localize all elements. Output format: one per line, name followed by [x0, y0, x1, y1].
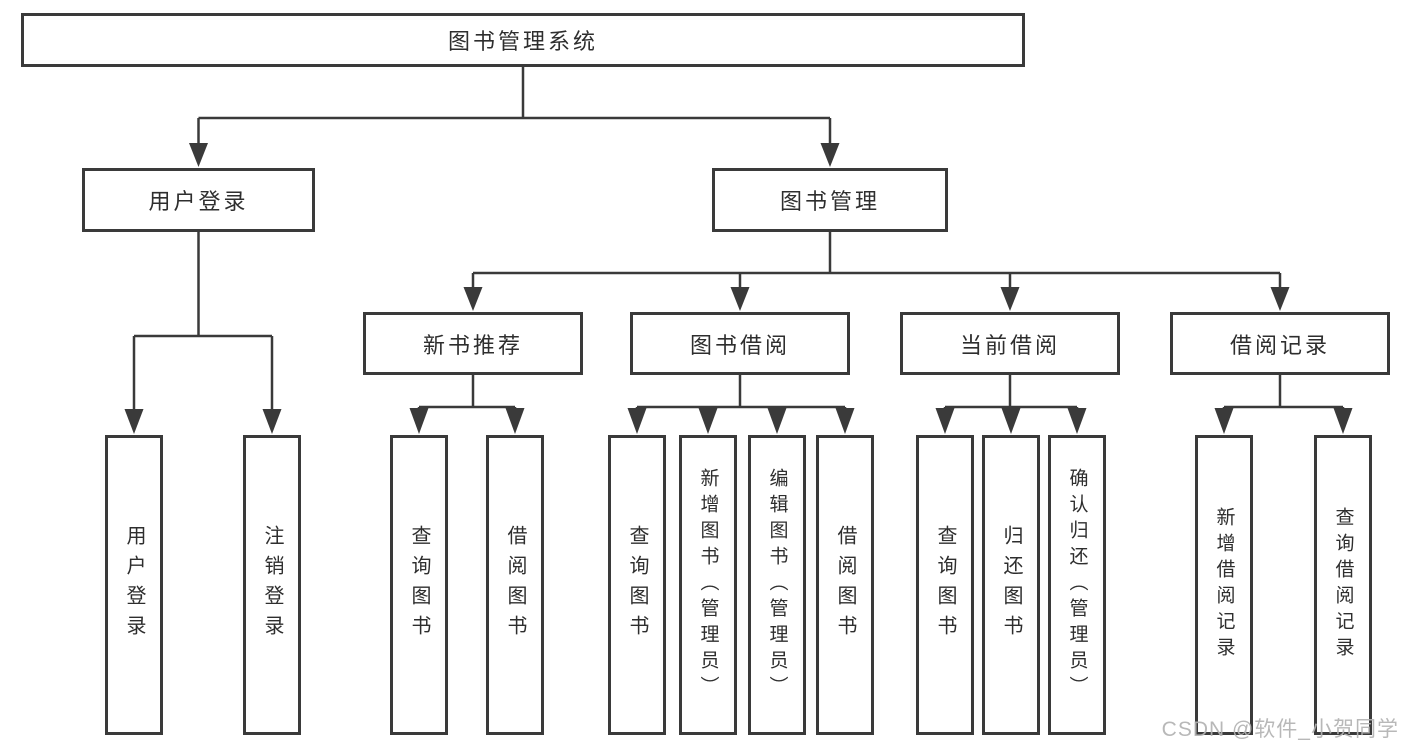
node-book-borrow: 图书借阅	[630, 312, 850, 375]
leaf-query-borrow-record: 查询借阅记录	[1314, 435, 1372, 735]
leaf-add-book-admin: 新增图书（管理员）	[679, 435, 737, 735]
leaf-user-login: 用户登录	[105, 435, 163, 735]
arrow-down-icon	[1214, 408, 1234, 434]
node-user-login: 用户登录	[82, 168, 315, 232]
leaf-edit-book-admin: 编辑图书（管理员）	[748, 435, 806, 735]
csdn-watermark: CSDN @软件_小贺同学	[1161, 718, 1399, 741]
arrow-down-icon	[505, 408, 525, 434]
leaf-borrow-book: 借阅图书	[816, 435, 874, 735]
arrow-down-icon	[730, 287, 750, 311]
arrow-down-icon	[409, 408, 429, 434]
arrow-down-icon	[935, 408, 955, 434]
arrow-down-icon	[124, 409, 144, 434]
arrow-down-icon	[1270, 287, 1290, 311]
leaf-query-book-current: 查询图书	[916, 435, 974, 735]
node-book-management: 图书管理	[712, 168, 948, 232]
arrow-down-icon	[627, 408, 647, 434]
arrow-down-icon	[1333, 408, 1353, 434]
leaf-logout-login: 注销登录	[243, 435, 301, 735]
arrow-down-icon	[1067, 408, 1087, 434]
arrow-down-icon	[189, 143, 208, 167]
arrow-down-icon	[767, 408, 787, 434]
arrow-down-icon	[463, 287, 483, 311]
node-new-book-recommend: 新书推荐	[363, 312, 583, 375]
leaf-query-book-borrow: 查询图书	[608, 435, 666, 735]
arrow-down-icon	[820, 143, 840, 167]
arrow-down-icon	[1001, 408, 1021, 434]
node-borrow-records: 借阅记录	[1170, 312, 1390, 375]
arrow-down-icon	[262, 409, 282, 434]
node-root-system: 图书管理系统	[21, 13, 1025, 67]
leaf-return-book: 归还图书	[982, 435, 1040, 735]
arrow-down-icon	[698, 408, 718, 434]
arrow-down-icon	[835, 408, 855, 434]
leaf-borrow-book-recommend: 借阅图书	[486, 435, 544, 735]
leaf-add-borrow-record: 新增借阅记录	[1195, 435, 1253, 735]
leaf-confirm-return-admin: 确认归还（管理员）	[1048, 435, 1106, 735]
leaf-query-book-recommend: 查询图书	[390, 435, 448, 735]
arrow-down-icon	[1000, 287, 1020, 311]
node-current-borrow: 当前借阅	[900, 312, 1120, 375]
